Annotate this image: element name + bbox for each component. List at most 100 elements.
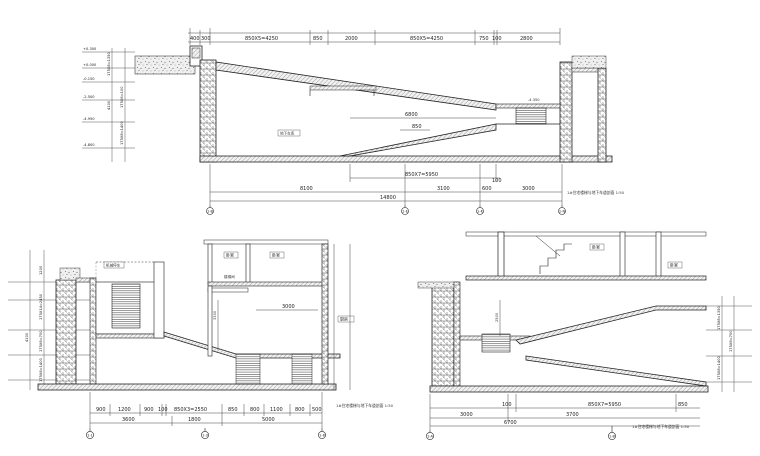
dim-text: 3100 — [437, 186, 450, 192]
room-label: 地下车库 — [280, 131, 295, 136]
tag-label: 机械停车 — [106, 263, 121, 268]
dim-text: 1200 — [39, 265, 43, 275]
dim-text: 2500 — [495, 312, 499, 322]
dim-text: 3000 — [522, 186, 535, 192]
room-label: 厨房 — [340, 316, 348, 322]
dim-text: 175X6=100 — [120, 86, 124, 108]
dim-text: 1200 — [118, 407, 131, 413]
dim-text: 100 — [158, 407, 168, 413]
dim-text: 1800 — [188, 417, 201, 423]
room-tag — [337, 315, 355, 323]
retaining-wall-right — [559, 61, 573, 163]
landing — [309, 85, 377, 91]
dim-text: 6800 — [405, 112, 418, 118]
dim-text: 100 — [492, 36, 502, 42]
dim-text: 3700 — [566, 412, 579, 418]
drawing-title: 1#住宅楼梯与地下车道剖面 1:50 — [336, 403, 394, 408]
soil-fill — [134, 55, 196, 75]
dim-text: 1100 — [270, 407, 283, 413]
dim-text: 100 — [502, 402, 512, 408]
room-tag — [667, 261, 683, 269]
dim-text: 850X5=4250 — [410, 36, 443, 42]
room-tag — [589, 243, 605, 251]
ramp-lower — [525, 355, 707, 387]
retaining-wall-left — [199, 59, 217, 163]
dim-text: 3000 — [460, 412, 473, 418]
retaining-wall — [55, 279, 77, 385]
ramp-lower — [339, 123, 497, 157]
dim-text: 175X8=1400 — [717, 356, 721, 380]
dim-text: 3600 — [122, 417, 135, 423]
room-label: 卧室 — [592, 244, 600, 250]
dim-text: 175X8=1400 — [39, 358, 43, 382]
stair-flight — [481, 333, 511, 353]
stair-flight — [515, 107, 547, 125]
dim-text: 850 — [228, 407, 238, 413]
room-tag — [223, 251, 239, 259]
level-label: -2.500 — [83, 95, 95, 99]
level-label: -4.350 — [528, 98, 540, 102]
dim-text: 300 — [201, 36, 211, 42]
axis-label: 1-3 — [202, 433, 208, 437]
axis-label: 1-B — [609, 434, 615, 438]
ramp-upper — [515, 305, 707, 345]
room-tag — [269, 251, 285, 259]
dim-text: 100 — [492, 178, 502, 184]
axis-label: 1-N — [559, 209, 566, 213]
dim-text: 5000 — [262, 417, 275, 423]
axis-label: 1-K — [477, 209, 484, 213]
dim-text: 3300 — [213, 310, 217, 320]
dim-text: 6700 — [504, 420, 517, 426]
floor-slab — [429, 385, 709, 393]
dim-text: 175X8=700 — [39, 330, 43, 352]
dim-text: 850X7=5950 — [588, 402, 621, 408]
retaining-wall — [431, 285, 455, 387]
top-section: 400 300 850X5=4250 850 2000 850X5=4250 7… — [82, 28, 625, 215]
dim-text: 4100 — [25, 332, 29, 342]
dim-text: 800 — [250, 407, 260, 413]
drawing-title: 1#住宅楼梯与地下车道剖面 1:50 — [567, 190, 625, 195]
axis-label: 1-A — [427, 434, 434, 438]
dim-text: 4100 — [107, 100, 111, 110]
drawing-title: 1#住宅楼梯与地下车道剖面 1:50 — [632, 424, 690, 429]
dim-text: 14800 — [380, 195, 396, 201]
dim-text: 800 — [295, 407, 305, 413]
dim-text: 850 — [313, 36, 323, 42]
dim-text: 175X8=700 — [729, 330, 733, 352]
dim-text: 850 — [678, 402, 688, 408]
axis-label: 1-8 — [319, 433, 326, 437]
dim-text: 900 — [96, 407, 106, 413]
left-section: 1200 175X14=2450 4100 175X8=700 175X8=14… — [8, 239, 394, 439]
right-section: 卧室 卧室 2500 175X8=1350 175X8=1400 175X8=7… — [417, 231, 752, 440]
level-label: -4.800 — [83, 143, 95, 147]
dim-text: 3000 — [282, 304, 295, 310]
dim-text: 2800 — [520, 36, 533, 42]
level-label: -4.950 — [83, 117, 95, 121]
level-label: +0.000 — [83, 63, 97, 67]
dim-text: 175X8=1400 — [120, 121, 124, 145]
floor-slab — [199, 155, 613, 163]
level-label: +0.300 — [83, 47, 97, 51]
dim-text: 750 — [479, 36, 489, 42]
dim-text: 8100 — [300, 186, 313, 192]
stair-flight — [111, 283, 141, 329]
dim-text: 600 — [482, 186, 492, 192]
dim-text: 2000 — [345, 36, 358, 42]
axis-label: 1-B — [207, 209, 213, 213]
dim-text: 850X5=4250 — [245, 36, 278, 42]
dim-text: 850X7=5950 — [405, 172, 438, 178]
dim-text: 850 — [412, 124, 422, 130]
dim-text: 900 — [144, 407, 154, 413]
dim-text: 850X3=2550 — [174, 407, 207, 413]
axis-label: 1-E — [402, 209, 409, 213]
tag-label: 楼梯间 — [224, 274, 235, 279]
room-label: 卧室 — [226, 252, 234, 258]
dim-text: 175X14=2450 — [39, 293, 43, 320]
room-label: 卧室 — [670, 262, 678, 268]
dim-text: 175X8=1350 — [107, 52, 111, 76]
room-label: 卧室 — [272, 252, 280, 258]
dim-text: 500 — [312, 407, 322, 413]
dim-text: 175X8=1350 — [717, 306, 721, 330]
dim-text: 400 — [190, 36, 200, 42]
